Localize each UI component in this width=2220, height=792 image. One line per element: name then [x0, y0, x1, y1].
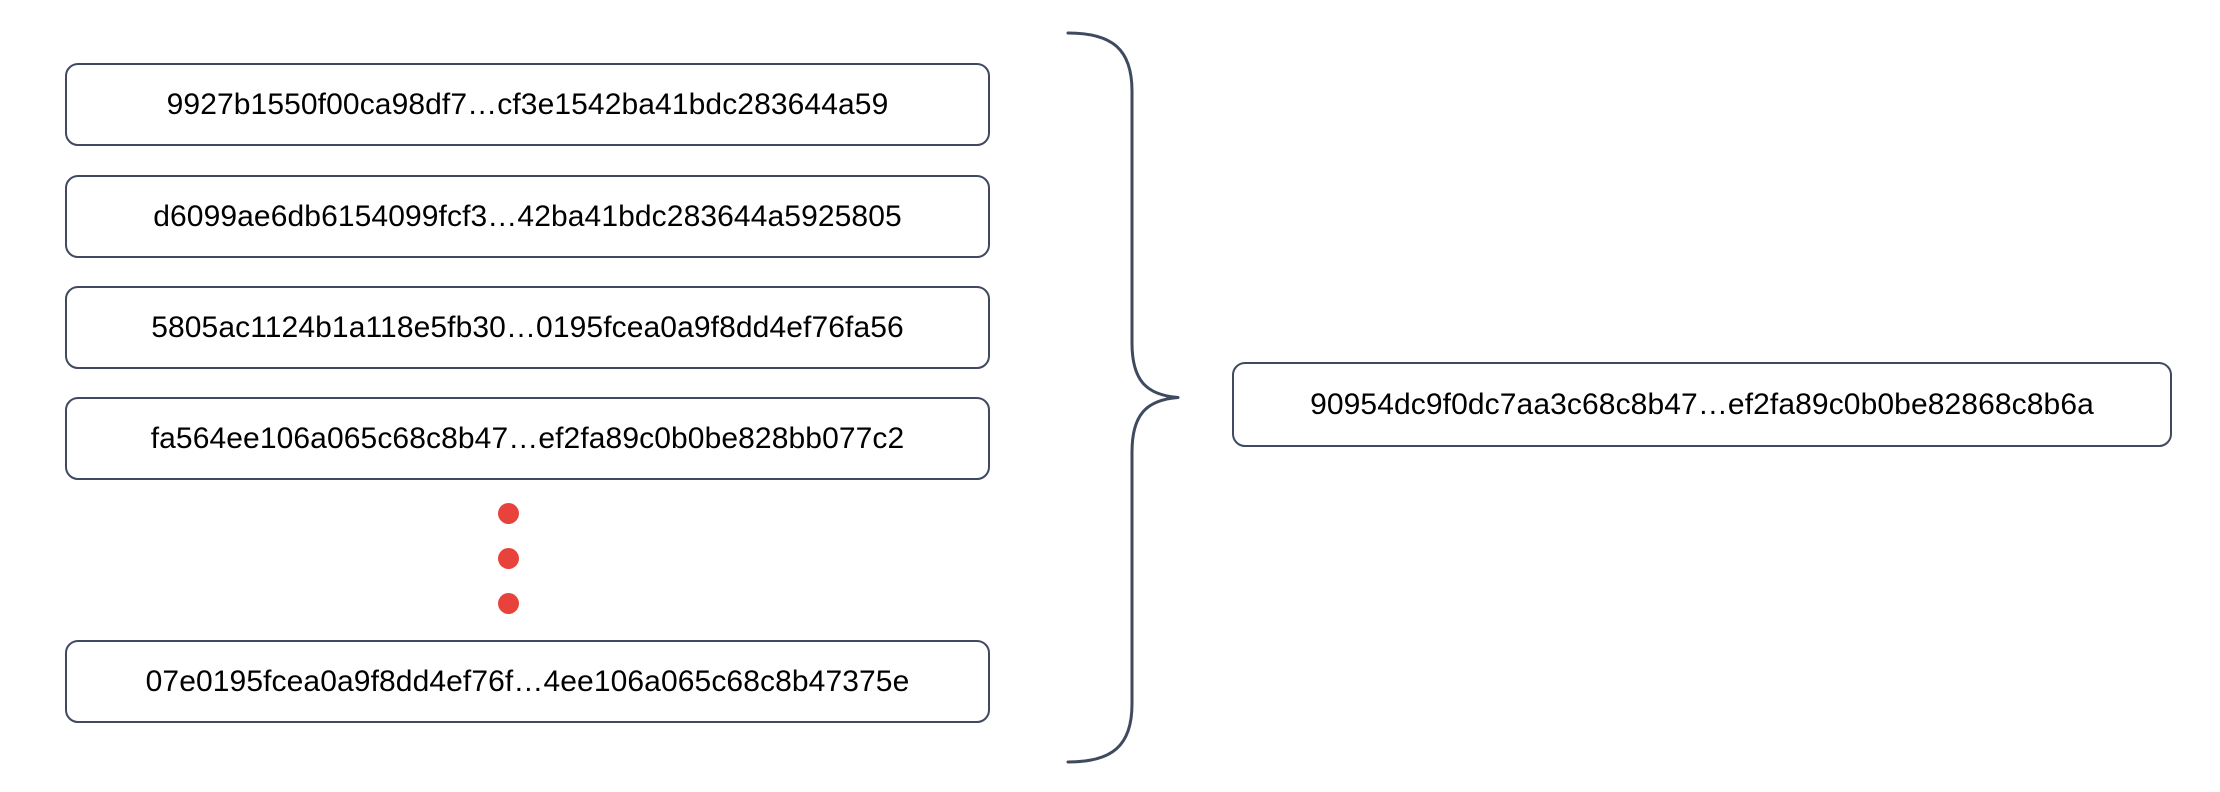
ellipsis-dot-1 [498, 503, 519, 524]
input-hash-text-5: 07e0195fcea0a9f8dd4ef76f…4ee106a065c68c8… [145, 664, 910, 698]
input-hash-text-1: 9927b1550f00ca98df7…cf3e1542ba41bdc28364… [166, 87, 889, 121]
output-hash-box[interactable]: 90954dc9f0dc7aa3c68c8b47…ef2fa89c0b0be82… [1232, 362, 2172, 447]
input-hash-box-3[interactable]: 5805ac1124b1a118e5fb30…0195fcea0a9f8dd4e… [65, 286, 990, 369]
input-hash-text-4: fa564ee106a065c68c8b47…ef2fa89c0b0be828b… [150, 421, 905, 455]
curly-brace-icon [1060, 25, 1190, 770]
input-hash-box-4[interactable]: fa564ee106a065c68c8b47…ef2fa89c0b0be828b… [65, 397, 990, 480]
ellipsis-dot-3 [498, 593, 519, 614]
input-hash-box-5[interactable]: 07e0195fcea0a9f8dd4ef76f…4ee106a065c68c8… [65, 640, 990, 723]
input-hash-box-1[interactable]: 9927b1550f00ca98df7…cf3e1542ba41bdc28364… [65, 63, 990, 146]
input-hash-text-3: 5805ac1124b1a118e5fb30…0195fcea0a9f8dd4e… [151, 310, 904, 344]
output-hash-text: 90954dc9f0dc7aa3c68c8b47…ef2fa89c0b0be82… [1310, 387, 2094, 421]
vertical-ellipsis-icon [498, 503, 520, 615]
input-hash-box-2[interactable]: d6099ae6db6154099fcf3…42ba41bdc283644a59… [65, 175, 990, 258]
ellipsis-dot-2 [498, 548, 519, 569]
input-hash-text-2: d6099ae6db6154099fcf3…42ba41bdc283644a59… [153, 199, 902, 233]
